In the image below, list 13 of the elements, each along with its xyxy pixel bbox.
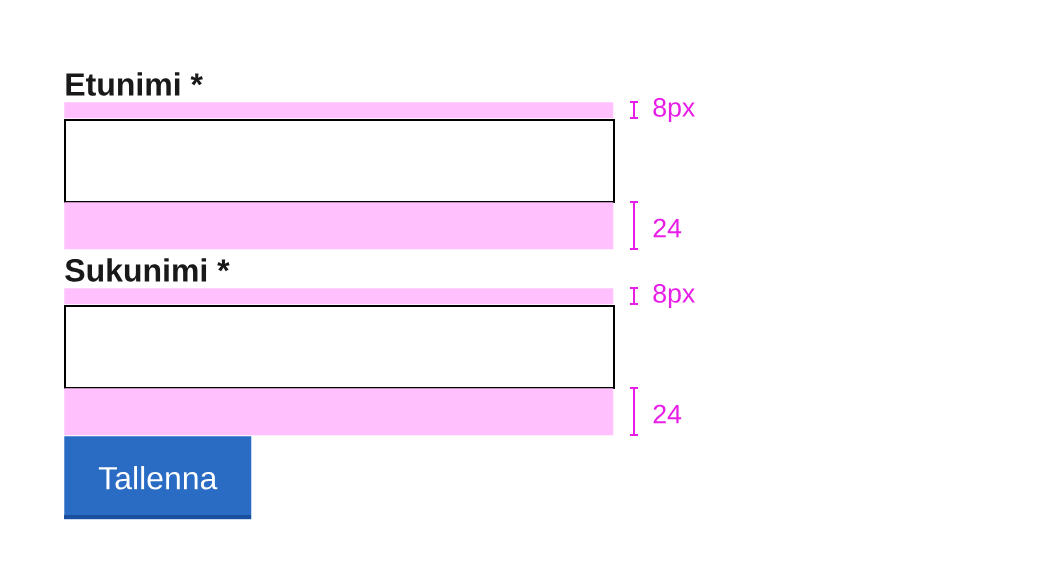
button: Tallenna (64, 436, 252, 520)
dimension-label: 8px (653, 283, 695, 309)
input-field (64, 305, 615, 389)
field-label: Sukunimi * (65, 258, 230, 282)
dimension-label: 24 (653, 218, 682, 238)
input-field (64, 119, 615, 203)
spacing-band (64, 202, 614, 250)
field-label: Etunimi * (66, 72, 203, 96)
spacing-band (64, 102, 614, 119)
dimension-label: 24 (653, 404, 682, 424)
spacing-band (64, 288, 614, 305)
spacing-band (64, 388, 614, 436)
dimension-label: 8px (653, 97, 695, 123)
